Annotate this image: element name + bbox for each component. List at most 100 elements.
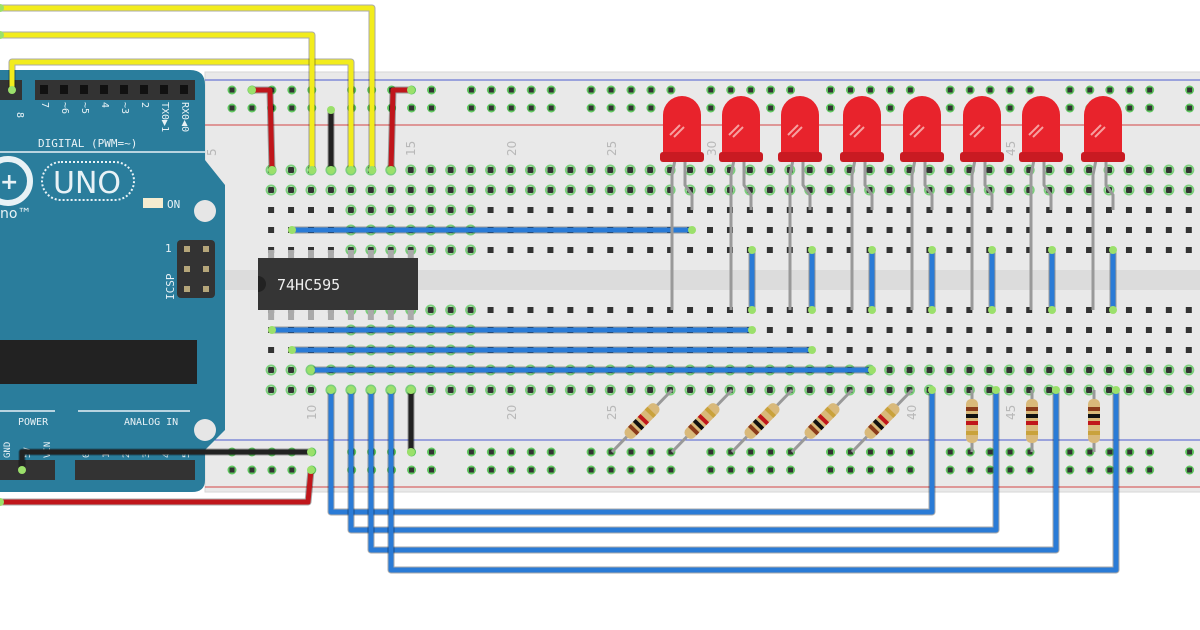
rail-hole [907,87,913,93]
breadboard-hole [1086,207,1093,213]
breadboard-hole [886,247,893,253]
rail-hole [1107,467,1113,473]
rail-hole [887,467,893,473]
breadboard-hole [1086,167,1093,173]
breadboard-hole [866,207,873,213]
breadboard-hole [1185,367,1192,373]
breadboard-hole [746,227,753,233]
rail-hole [528,449,534,455]
rail-hole [1187,449,1193,455]
breadboard-hole [467,187,474,193]
breadboard-hole [427,167,434,173]
rail-hole [1127,449,1133,455]
breadboard-hole [507,387,514,393]
breadboard-hole [288,207,295,213]
breadboard-hole [1006,227,1013,233]
red-led [1019,96,1063,310]
breadboard-hole [347,187,354,193]
breadboard-hole [906,247,913,253]
breadboard-hole [547,387,554,393]
rail-hole [249,467,255,473]
breadboard-hole [886,307,893,313]
rail-hole [907,467,913,473]
rail-hole [548,449,554,455]
breadboard-hole [966,307,973,313]
rail-hole [967,467,973,473]
on-led [143,198,163,208]
breadboard-hole [1026,187,1033,193]
breadboard-hole [1185,387,1192,393]
breadboard-hole [1145,167,1152,173]
rail-hole [628,467,634,473]
breadboard-hole [966,167,973,173]
red-led [960,96,1004,310]
rail-hole [728,87,734,93]
red-led [840,96,884,310]
breadboard-hole [1086,247,1093,253]
breadboard-hole [687,247,694,253]
breadboard-hole [1145,207,1152,213]
power-pin-label: GND [3,442,13,458]
breadboard-hole [308,207,314,213]
breadboard-hole [387,207,394,213]
rail-hole [488,87,494,93]
rail-hole [409,467,415,473]
rail-hole [668,87,674,93]
breadboard-hole [1165,367,1172,373]
breadboard-hole [986,367,993,373]
rail-hole [847,467,853,473]
breadboard-hole [946,327,953,333]
breadboard-hole [268,187,275,193]
breadboard-hole [268,347,275,353]
rail-hole [229,467,235,473]
rail-hole [608,467,614,473]
col-num: 25 [605,141,619,156]
rail-hole [1067,105,1073,111]
breadboard-hole [627,207,634,213]
breadboard-hole [268,207,275,213]
rail-hole [887,87,893,93]
breadboard-hole [766,207,773,213]
icsp-pin1: 1 [165,242,172,255]
breadboard-hole [1106,347,1112,353]
breadboard-hole [866,327,873,333]
col-num: 30 [705,141,719,156]
breadboard-hole [487,247,494,253]
breadboard-hole [627,167,634,173]
breadboard-hole [966,187,973,193]
breadboard-hole [886,327,893,333]
breadboard-hole [607,207,614,213]
breadboard-hole [1185,187,1192,193]
rail-hole [947,467,953,473]
breadboard-hole [627,387,634,393]
rail-hole [907,449,913,455]
rail-hole [1067,449,1073,455]
breadboard-hole [1006,347,1013,353]
digital-header [35,80,195,100]
rail-hole [1087,87,1093,93]
rail-hole [1127,87,1133,93]
breadboard-hole [1066,167,1073,173]
logo-suffix: no™ [0,206,31,222]
breadboard-hole [906,187,913,193]
breadboard-hole [906,167,913,173]
rail-hole [788,467,794,473]
breadboard-hole [547,247,554,253]
rail-hole [468,467,474,473]
breadboard-hole [1106,327,1112,333]
col-num: 40 [905,405,919,420]
rail-hole [708,105,714,111]
rail-hole [867,449,873,455]
breadboard-hole [766,247,773,253]
breadboard-hole [826,307,833,313]
breadboard-hole [1106,227,1112,233]
rail-hole [528,467,534,473]
breadboard-hole [268,367,275,373]
breadboard-hole [447,207,454,213]
breadboard-hole [507,167,514,173]
breadboard-hole [1165,327,1172,333]
pin-label: 2 [139,102,150,108]
breadboard-hole [746,167,753,173]
column-numbers-top: 5 15 20 25 30 45 [205,141,1018,156]
breadboard-hole [806,187,813,193]
